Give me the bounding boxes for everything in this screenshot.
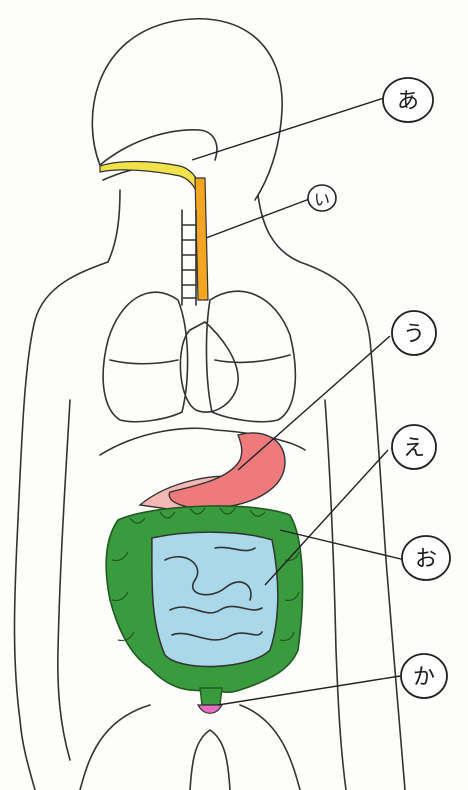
- label-u: う: [392, 311, 436, 355]
- lungs: [103, 291, 295, 422]
- label-e: え: [392, 425, 436, 469]
- rectum: [200, 688, 222, 705]
- label-i: い: [308, 185, 336, 211]
- esophagus: [195, 178, 208, 300]
- svg-text:い: い: [314, 190, 330, 209]
- svg-text:え: え: [403, 436, 425, 461]
- svg-text:お: お: [415, 547, 437, 572]
- label-o: お: [402, 536, 450, 580]
- trachea: [182, 210, 196, 305]
- anus: [198, 705, 222, 713]
- label-a: あ: [383, 78, 433, 122]
- mouth-pharynx: [100, 162, 205, 206]
- svg-text:う: う: [403, 322, 425, 347]
- svg-text:あ: あ: [397, 89, 419, 114]
- labels: あ い う え お か: [308, 78, 450, 698]
- small-intestine: [152, 532, 278, 666]
- svg-text:か: か: [413, 665, 435, 690]
- label-ka: か: [401, 654, 447, 698]
